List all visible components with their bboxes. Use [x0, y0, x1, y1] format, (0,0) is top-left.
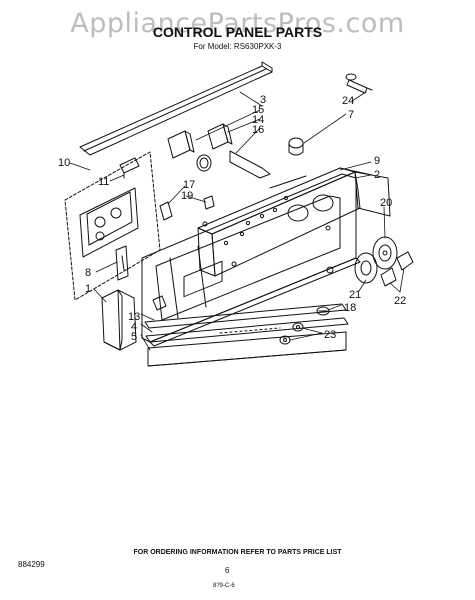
bracket-clip-19 [203, 195, 215, 210]
callout-22: 22 [394, 295, 406, 307]
callout-15: 15 [252, 104, 264, 116]
callout-8: 8 [85, 267, 91, 279]
switch-housing-15 [167, 130, 195, 159]
callout-3: 3 [260, 94, 266, 106]
callout-13: 13 [128, 311, 140, 323]
switch-housing-14 [207, 123, 233, 150]
dial-part-21 [354, 252, 378, 284]
control-panel-front [141, 173, 361, 347]
callout-5: 5 [131, 331, 137, 343]
callout-4: 4 [131, 321, 137, 333]
rod-pin-part [345, 73, 373, 94]
callout-10: 10 [58, 157, 70, 169]
callout-7: 7 [348, 109, 354, 121]
callout-24: 24 [342, 95, 354, 107]
leader-lines [69, 91, 405, 351]
callout-18: 18 [344, 302, 356, 314]
screw-part-18 [316, 306, 330, 316]
clock-assembly-group [64, 151, 161, 301]
lower-trim-strip-13 [144, 303, 347, 329]
model-subtitle: For Model: RS630PXK-3 [193, 42, 282, 51]
endcap-part [101, 289, 137, 351]
callout-16: 16 [252, 124, 264, 136]
lower-trim-strip-5 [147, 331, 347, 367]
diagram-title: CONTROL PANEL PARTS [152, 24, 323, 40]
nut-part-23a [292, 322, 304, 332]
callout-14: 14 [252, 114, 264, 126]
retainer-clip [152, 295, 167, 311]
cylinder-part [288, 137, 304, 156]
callout-11: 11 [98, 176, 109, 188]
document-number: 884299 [18, 560, 45, 569]
callout-20: 20 [380, 197, 392, 209]
callout-1: 1 [85, 283, 91, 295]
callout-17: 17 [183, 179, 195, 191]
callout-labels: 3 15 14 16 24 7 9 2 10 11 17 19 20 8 1 1… [58, 94, 406, 343]
ordering-note: FOR ORDERING INFORMATION REFER TO PARTS … [133, 549, 342, 556]
callout-21: 21 [349, 289, 361, 301]
page-number: 6 [225, 566, 230, 575]
knob-part-22b [380, 267, 397, 287]
callout-9: 9 [374, 155, 380, 167]
top-trim-strip [79, 61, 273, 156]
callout-23: 23 [324, 329, 336, 341]
bracket-clip-17 [159, 201, 173, 221]
wire-lead [229, 150, 271, 179]
knob-part-22a [396, 251, 414, 271]
callout-2: 2 [374, 169, 380, 181]
watermark: AppliancePartsPros.com [70, 8, 405, 39]
hinge-part [115, 245, 129, 281]
lower-trim-strip-4 [145, 317, 349, 343]
ring-part [196, 154, 212, 172]
print-code: 8?9-C-6 [213, 583, 235, 589]
callout-19: 19 [181, 190, 193, 202]
